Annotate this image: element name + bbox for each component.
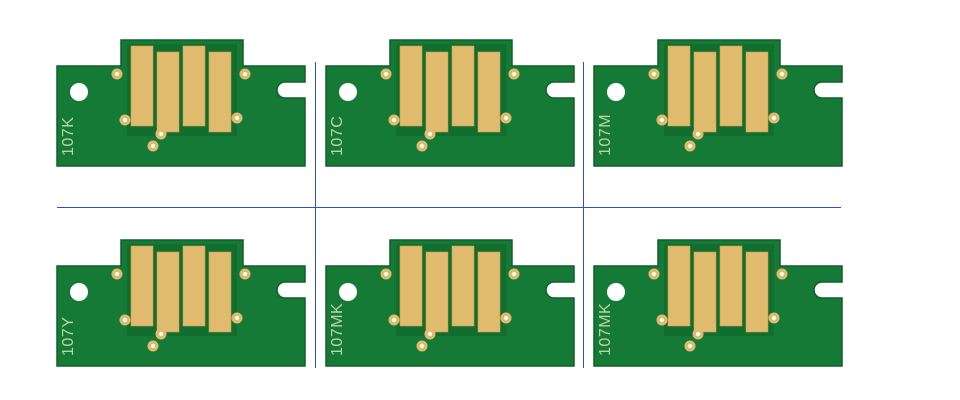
vertical-divider-left (315, 62, 316, 368)
chip-board-graphic (325, 239, 575, 367)
gold-contact-pad (399, 245, 423, 327)
gold-contact-pad (719, 245, 743, 327)
via-hole (243, 72, 247, 76)
gold-contact-pad (208, 51, 232, 133)
gold-contact-pad (477, 251, 501, 333)
chip-label: 107MK (329, 302, 346, 356)
via-hole (660, 118, 664, 122)
chip-label: 107Y (60, 316, 77, 356)
via-hole (504, 116, 508, 120)
gold-contact-pad (182, 245, 206, 327)
chip-board-graphic (56, 239, 306, 367)
via-hole (504, 316, 508, 320)
via-hole (420, 344, 424, 348)
gold-contact-pad (156, 251, 180, 333)
chip-label: 107K (60, 116, 77, 156)
chip-label: 107C (329, 115, 346, 156)
gold-contact-pad (130, 45, 154, 127)
gold-contact-pad (719, 45, 743, 127)
mounting-hole (607, 283, 625, 301)
via-hole (243, 272, 247, 276)
chip-107y: 107Y (55, 238, 307, 368)
via-hole (115, 272, 119, 276)
via-hole (696, 132, 700, 136)
gold-contact-pad (451, 45, 475, 127)
vertical-divider-right (583, 62, 584, 368)
via-hole (428, 132, 432, 136)
via-hole (660, 318, 664, 322)
via-hole (780, 272, 784, 276)
chip-label: 107MK (597, 302, 614, 356)
gold-contact-pad (208, 251, 232, 333)
gold-contact-pad (399, 45, 423, 127)
chip-board-graphic (56, 39, 306, 167)
chip-107mk-2: 107MK (592, 238, 844, 368)
via-hole (392, 318, 396, 322)
via-hole (384, 272, 388, 276)
gold-contact-pad (451, 245, 475, 327)
mounting-hole (70, 83, 88, 101)
chip-107m: 107M (592, 38, 844, 168)
via-hole (235, 116, 239, 120)
via-hole (772, 316, 776, 320)
gold-contact-pad (667, 245, 691, 327)
via-hole (652, 272, 656, 276)
gold-contact-pad (182, 45, 206, 127)
gold-contact-pad (745, 251, 769, 333)
via-hole (688, 344, 692, 348)
via-hole (772, 116, 776, 120)
via-hole (420, 144, 424, 148)
chip-label: 107M (597, 113, 614, 156)
via-hole (392, 118, 396, 122)
horizontal-divider (57, 207, 841, 208)
gold-contact-pad (693, 51, 717, 133)
via-hole (235, 316, 239, 320)
gold-contact-pad (425, 251, 449, 333)
chip-107mk-1: 107MK (324, 238, 576, 368)
mounting-hole (70, 283, 88, 301)
gold-contact-pad (425, 51, 449, 133)
mounting-hole (607, 83, 625, 101)
via-hole (123, 118, 127, 122)
via-hole (688, 144, 692, 148)
gold-contact-pad (745, 51, 769, 133)
via-hole (159, 132, 163, 136)
via-hole (123, 318, 127, 322)
via-hole (652, 72, 656, 76)
via-hole (428, 332, 432, 336)
chip-board-graphic (593, 239, 843, 367)
gold-contact-pad (667, 45, 691, 127)
via-hole (159, 332, 163, 336)
via-hole (384, 72, 388, 76)
gold-contact-pad (130, 245, 154, 327)
via-hole (780, 72, 784, 76)
gold-contact-pad (156, 51, 180, 133)
chip-107k: 107K (55, 38, 307, 168)
via-hole (512, 72, 516, 76)
via-hole (151, 344, 155, 348)
chip-107c: 107C (324, 38, 576, 168)
via-hole (696, 332, 700, 336)
via-hole (151, 144, 155, 148)
gold-contact-pad (477, 51, 501, 133)
via-hole (512, 272, 516, 276)
chip-board-graphic (593, 39, 843, 167)
via-hole (115, 72, 119, 76)
mounting-hole (339, 283, 357, 301)
mounting-hole (339, 83, 357, 101)
chip-board-graphic (325, 39, 575, 167)
gold-contact-pad (693, 251, 717, 333)
